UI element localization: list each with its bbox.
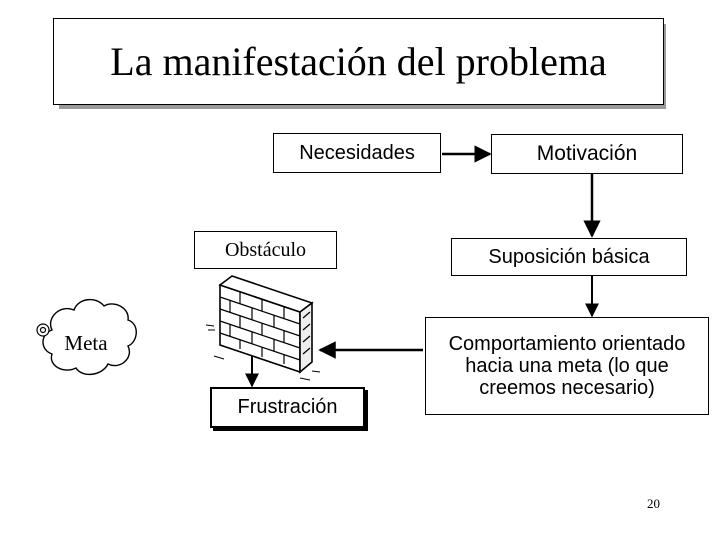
node-suposicion: Suposición básica: [451, 238, 687, 276]
page-number: 20: [647, 496, 660, 511]
node-comportamiento: Comportamiento orientado hacia una meta …: [425, 317, 709, 415]
node-obstaculo: Obstáculo: [194, 231, 337, 269]
slide-title: La manifestación del problema: [53, 18, 664, 105]
target-icon: [36, 323, 50, 337]
node-frustracion: Frustración: [210, 387, 365, 428]
node-meta: Meta: [64, 330, 108, 355]
cloud-icon: [42, 299, 137, 375]
brick-wall-icon: [205, 275, 321, 381]
node-motivacion: Motivación: [491, 134, 683, 174]
node-necesidades: Necesidades: [273, 133, 441, 173]
